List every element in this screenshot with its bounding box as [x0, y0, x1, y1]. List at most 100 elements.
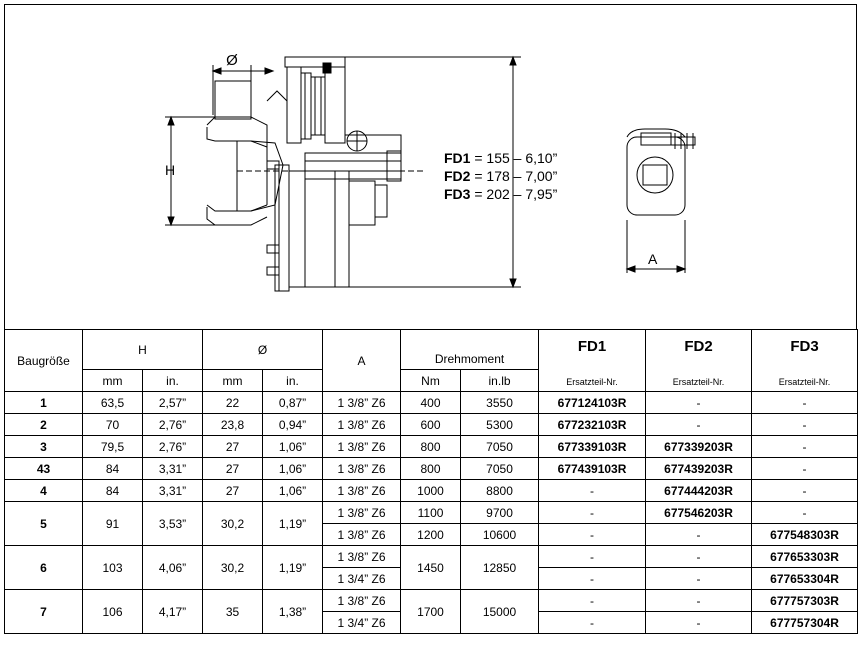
fd2-part-label: Ersatzteil-Nr. — [672, 377, 725, 387]
clutch-housing — [266, 56, 388, 292]
h-in-cell: 3,31” — [141, 457, 204, 480]
torque-nm-cell: 1100 — [400, 501, 462, 524]
fd3-part-cell: - — [751, 435, 859, 458]
size-cell: 2 — [4, 413, 83, 436]
fd2-part-cell: 677439203R — [645, 457, 753, 480]
diameter-in-cell: 1,06” — [262, 457, 324, 480]
spline-cell: 1 3/8” Z6 — [322, 479, 402, 502]
spline-cell: 1 3/4” Z6 — [322, 567, 402, 590]
torque-inlb-cell: 10600 — [460, 523, 540, 546]
h-in-cell: 3,53” — [141, 501, 204, 546]
fd3-part-cell: - — [751, 501, 859, 524]
fd1-part-cell: 677124103R — [538, 391, 647, 414]
a-symbol: A — [648, 251, 658, 267]
spline-cell: 1 3/8” Z6 — [322, 545, 402, 568]
h-mm-unit: mm — [82, 369, 143, 392]
h-in-unit: in. — [141, 369, 204, 392]
torque-inlb-cell: 9700 — [460, 501, 540, 524]
diameter-mm-cell: 30,2 — [202, 545, 264, 590]
diameter-in-cell: 1,06” — [262, 435, 324, 458]
fd3-part-cell: 677548303R — [751, 523, 859, 546]
h-mm-cell: 106 — [82, 589, 143, 634]
diameter-in-cell: 1,19” — [262, 501, 324, 546]
diameter-symbol: Ø — [226, 52, 238, 69]
fd1-part-cell: - — [538, 589, 647, 612]
h-mm-cell: 103 — [82, 545, 143, 590]
spline-cell: 1 3/8” Z6 — [322, 435, 402, 458]
size-cell: 43 — [4, 457, 83, 480]
h-in-cell: 2,76” — [141, 413, 204, 436]
torque-nm-cell: 400 — [400, 391, 462, 414]
h-in-cell: 2,57” — [141, 391, 204, 414]
torque-nm-cell: 1200 — [400, 523, 462, 546]
fd1-part-cell: 677339103R — [538, 435, 647, 458]
diameter-in-cell: 1,38” — [262, 589, 324, 634]
fd3-part-cell: - — [751, 479, 859, 502]
size-cell: 1 — [4, 391, 83, 414]
fd1-part-cell: - — [538, 479, 647, 502]
spline-cell: 1 3/4” Z6 — [322, 611, 402, 634]
fd3-length-label: FD3 = 202 – 7,95” — [444, 186, 558, 202]
diameter-mm-cell: 27 — [202, 479, 264, 502]
torque-nm-cell: 1700 — [400, 589, 462, 634]
spline-cell: 1 3/8” Z6 — [322, 457, 402, 480]
spline-cell: 1 3/8” Z6 — [322, 413, 402, 436]
fd3-part-cell: 677757303R — [751, 589, 859, 612]
torque-inlb-cell: 3550 — [460, 391, 540, 414]
fd3-part-cell: - — [751, 413, 859, 436]
h-mm-cell: 79,5 — [82, 435, 143, 458]
diameter-in-unit: in. — [262, 369, 324, 392]
diameter-mm-cell: 22 — [202, 391, 264, 414]
torque-nm-unit: Nm — [400, 369, 462, 392]
fd1-part-cell: - — [538, 567, 647, 590]
fd2-part-cell: - — [645, 391, 753, 414]
fd1-part-cell: 677232103R — [538, 413, 647, 436]
diameter-mm-unit: mm — [202, 369, 264, 392]
fd1-length-label: FD1 = 155 – 6,10” — [444, 150, 558, 166]
h-in-cell: 4,06” — [141, 545, 204, 590]
h-in-cell: 2,76” — [141, 435, 204, 458]
fd2-part-cell: 677339203R — [645, 435, 753, 458]
fd3-part-cell: - — [751, 457, 859, 480]
fd3-part-cell: 677653303R — [751, 545, 859, 568]
a-header: A — [322, 329, 402, 392]
size-cell: 4 — [4, 479, 83, 502]
fd-length-dimension — [289, 55, 521, 289]
diameter-dimension: Ø — [211, 52, 275, 115]
yoke-end-view: A — [625, 128, 696, 273]
diameter-mm-cell: 35 — [202, 589, 264, 634]
diameter-mm-cell: 27 — [202, 435, 264, 458]
diameter-in-cell: 0,94” — [262, 413, 324, 436]
fd3-part-cell: 677757304R — [751, 611, 859, 634]
size-cell: 5 — [4, 501, 83, 546]
h-mm-cell: 91 — [82, 501, 143, 546]
torque-inlb-cell: 12850 — [460, 545, 540, 590]
fd3-part-cell: 677653304R — [751, 567, 859, 590]
fd2-part-cell: - — [645, 589, 753, 612]
torque-nm-cell: 1000 — [400, 479, 462, 502]
h-in-cell: 4,17” — [141, 589, 204, 634]
h-mm-cell: 84 — [82, 457, 143, 480]
diameter-in-cell: 0,87” — [262, 391, 324, 414]
h-mm-cell: 70 — [82, 413, 143, 436]
diameter-mm-cell: 30,2 — [202, 501, 264, 546]
torque-inlb-cell: 8800 — [460, 479, 540, 502]
torque-nm-cell: 800 — [400, 435, 462, 458]
